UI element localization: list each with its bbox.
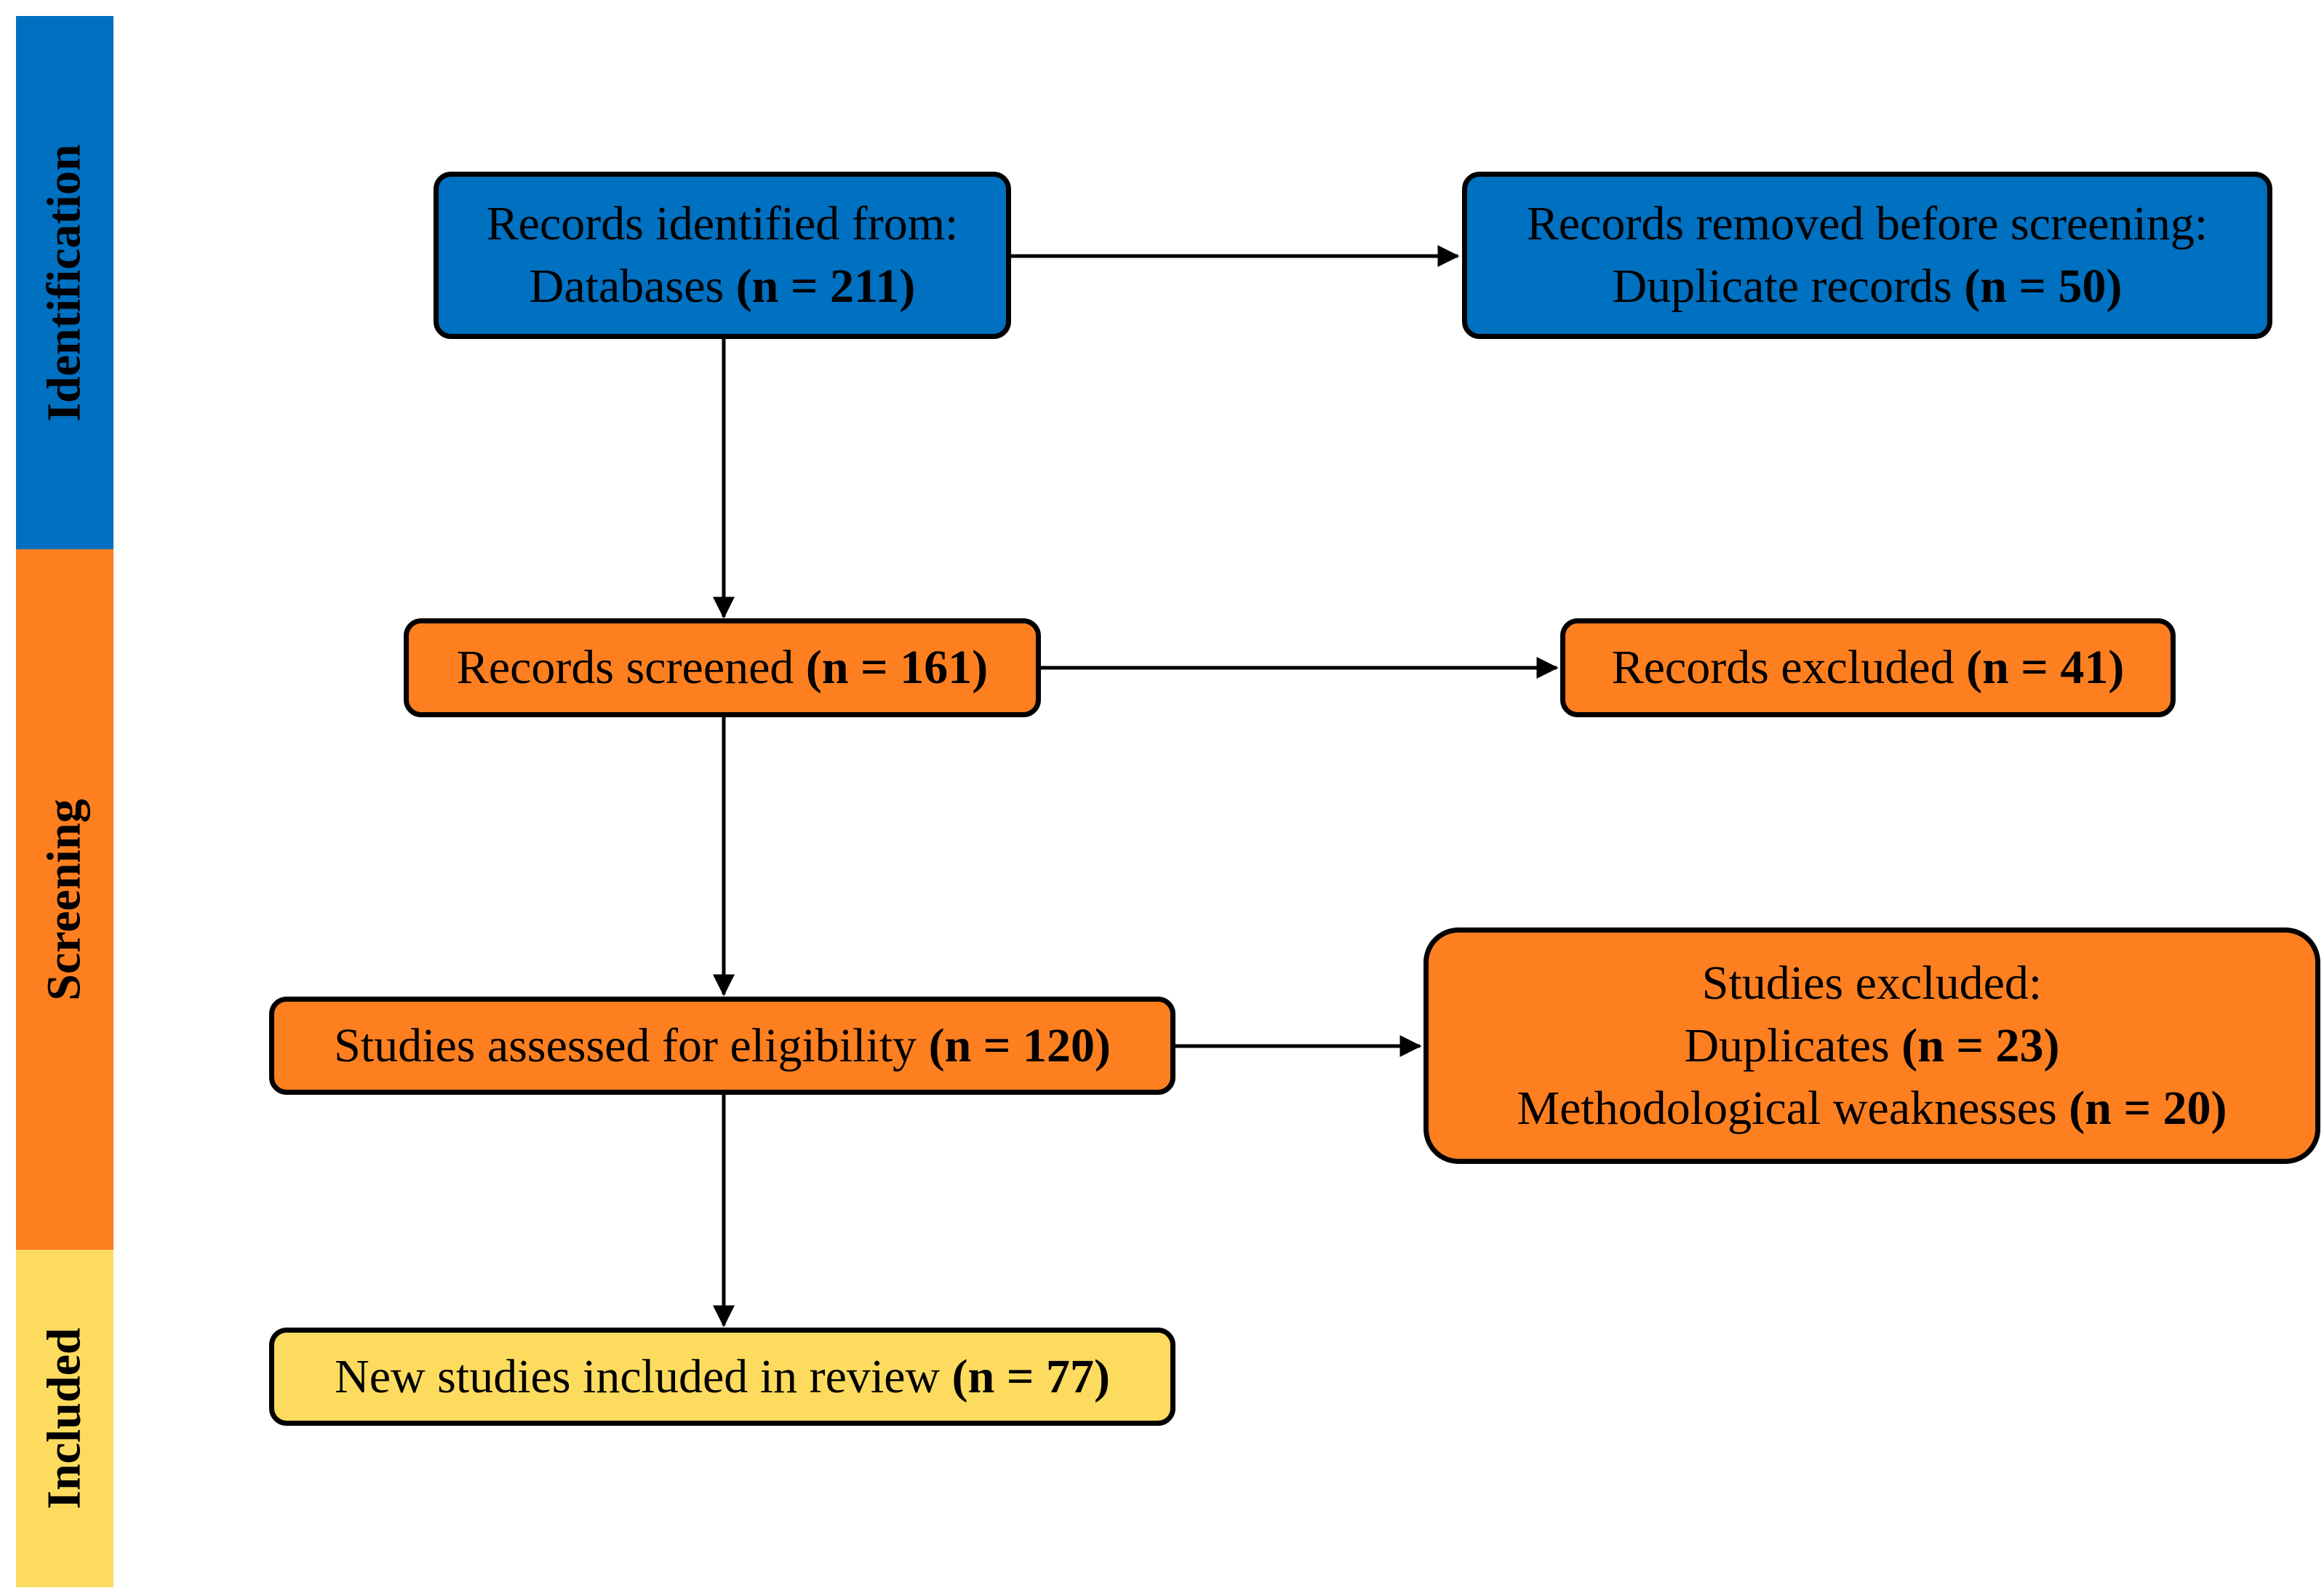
- records-excluded-box: Records excluded (n = 41): [1560, 618, 2176, 717]
- studies-excluded-weaknesses-count: (n = 20): [2069, 1081, 2227, 1135]
- records-removed-count: (n = 50): [1964, 260, 2123, 313]
- records-identified-box: Records identified from: Databases (n = …: [434, 172, 1011, 339]
- records-removed-title: Records removed before screening:: [1526, 197, 2208, 250]
- stage-included: Included: [16, 1250, 113, 1587]
- records-identified-detail: Databases (n = 211): [529, 260, 916, 313]
- studies-assessed-text: Studies assessed for eligibility (n = 12…: [334, 1018, 1111, 1072]
- records-screened-box: Records screened (n = 161): [404, 618, 1041, 717]
- records-removed-box: Records removed before screening: Duplic…: [1462, 172, 2272, 339]
- studies-assessed-box: Studies assessed for eligibility (n = 12…: [269, 997, 1175, 1095]
- records-screened-text: Records screened (n = 161): [456, 641, 989, 694]
- records-excluded-count: (n = 41): [1966, 641, 2125, 694]
- records-identified-title: Records identified from:: [486, 197, 959, 250]
- records-removed-detail: Duplicate records (n = 50): [1612, 260, 2123, 313]
- records-excluded-text: Records excluded (n = 41): [1611, 641, 2125, 694]
- studies-excluded-duplicates-count: (n = 23): [1901, 1018, 2060, 1072]
- studies-excluded-title: Studies excluded:: [1701, 956, 2043, 1010]
- studies-included-box: New studies included in review (n = 77): [269, 1328, 1175, 1426]
- studies-assessed-count: (n = 120): [928, 1018, 1111, 1072]
- records-screened-count: (n = 161): [805, 641, 989, 694]
- studies-excluded-box: Studies excluded: Duplicates (n = 23) Me…: [1423, 927, 2320, 1164]
- studies-excluded-duplicates: Duplicates (n = 23): [1684, 1018, 2060, 1072]
- studies-excluded-weaknesses: Methodological weaknesses (n = 20): [1517, 1081, 2227, 1135]
- studies-included-text: New studies included in review (n = 77): [335, 1349, 1110, 1403]
- stage-identification: Identification: [16, 16, 113, 549]
- stage-screening: Screening: [16, 549, 113, 1250]
- studies-included-count: (n = 77): [951, 1349, 1110, 1403]
- records-identified-count: (n = 211): [735, 260, 916, 313]
